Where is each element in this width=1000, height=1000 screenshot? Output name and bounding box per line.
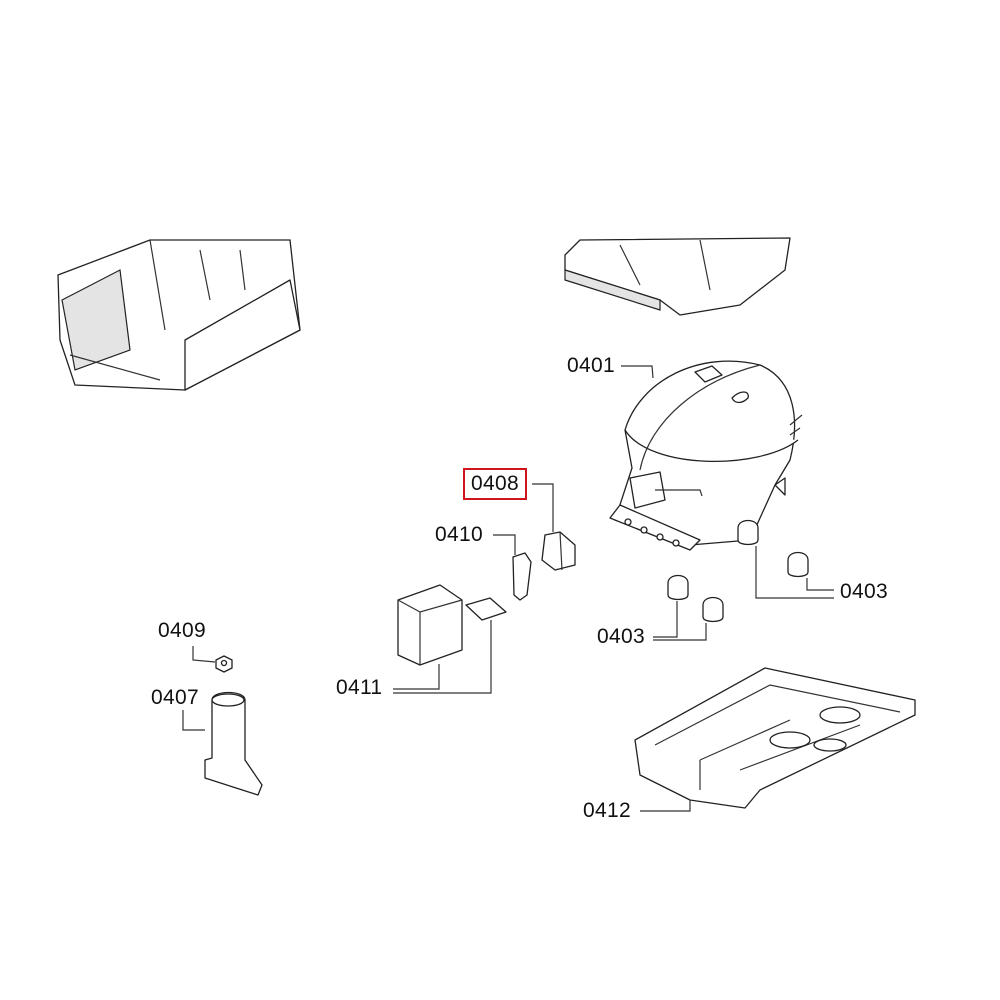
nut-0409-drawing <box>215 655 233 673</box>
part-0407-drawing <box>204 691 263 796</box>
label-0411[interactable]: 0411 <box>336 676 383 699</box>
label-0412[interactable]: 0412 <box>583 799 631 822</box>
label-0407[interactable]: 0407 <box>151 686 199 709</box>
leader-lines <box>182 365 834 812</box>
part-0410-drawing <box>512 552 532 601</box>
cover-0411-drawing <box>397 584 507 666</box>
grommets-0403-drawing <box>667 519 809 623</box>
label-0401[interactable]: 0401 <box>567 354 615 377</box>
label-0403-lower[interactable]: 0403 <box>597 625 645 648</box>
label-0408-highlighted[interactable]: 0408 <box>463 468 527 500</box>
base-tray-0412-drawing <box>634 667 916 809</box>
label-0410[interactable]: 0410 <box>435 523 483 546</box>
label-0403-right[interactable]: 0403 <box>840 580 888 603</box>
relay-0408-drawing <box>541 531 576 571</box>
label-0409[interactable]: 0409 <box>158 619 206 642</box>
tray-fragment-top-right <box>564 237 791 316</box>
compressor-drawing <box>609 360 803 551</box>
housing-fragment-top-left <box>57 239 301 391</box>
